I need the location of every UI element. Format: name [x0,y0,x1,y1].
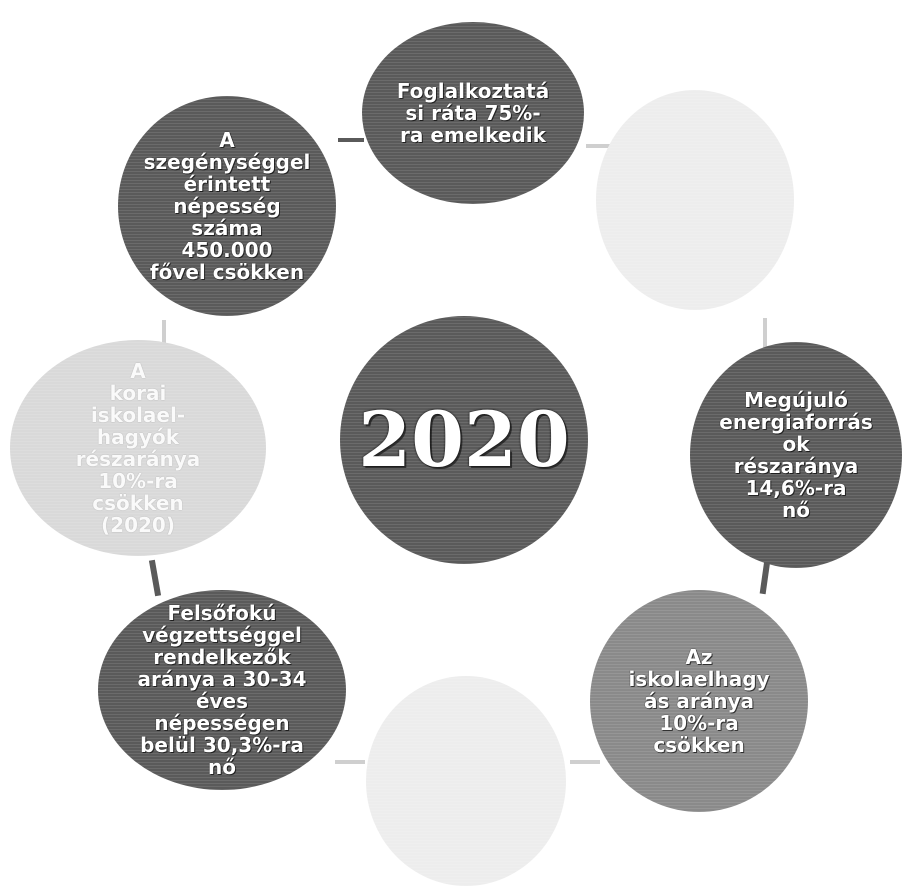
center-year-label: 2020 [358,395,570,484]
node-tertiary: Felsőfokú végzettséggel rendelkezők arán… [98,590,346,790]
node-left: A korai iskolael- hagyók részaránya 10%-… [10,340,266,556]
node-employment-label: Foglalkoztatá si ráta 75%- ra emelkedik [396,79,550,147]
node-poverty: A szegénységgel érintett népesség száma … [118,96,336,316]
connector-topright-renewable [763,318,767,348]
node-renewable-label: Megújuló energiaforrás ok részaránya 14,… [719,388,873,522]
connector-left-poverty [162,320,166,348]
node-tertiary-label: Felsőfokú végzettséggel rendelkezők arán… [137,601,307,779]
node-dropout: Az iskolaelhagy ás aránya 10%-ra csökken [590,590,808,812]
connector-poverty-employment [338,138,364,142]
node-poverty-label: A szegénységgel érintett népesség száma … [143,128,311,284]
node-dropout-label: Az iskolaelhagy ás aránya 10%-ra csökken [628,645,770,757]
node-top-right [596,90,794,310]
connector-employment-topright [586,144,612,148]
connector-tertiary-left [148,559,162,597]
node-left-label: A korai iskolael- hagyók részaránya 10%-… [75,359,201,537]
connector-bottom-tertiary [335,760,365,764]
center-year-node: 2020 [340,316,588,564]
connector-renewable-dropout [759,559,771,595]
node-bottom [366,676,566,886]
connector-dropout-bottom [570,760,600,764]
node-renewable: Megújuló energiaforrás ok részaránya 14,… [690,342,902,568]
node-employment: Foglalkoztatá si ráta 75%- ra emelkedik [362,22,584,204]
